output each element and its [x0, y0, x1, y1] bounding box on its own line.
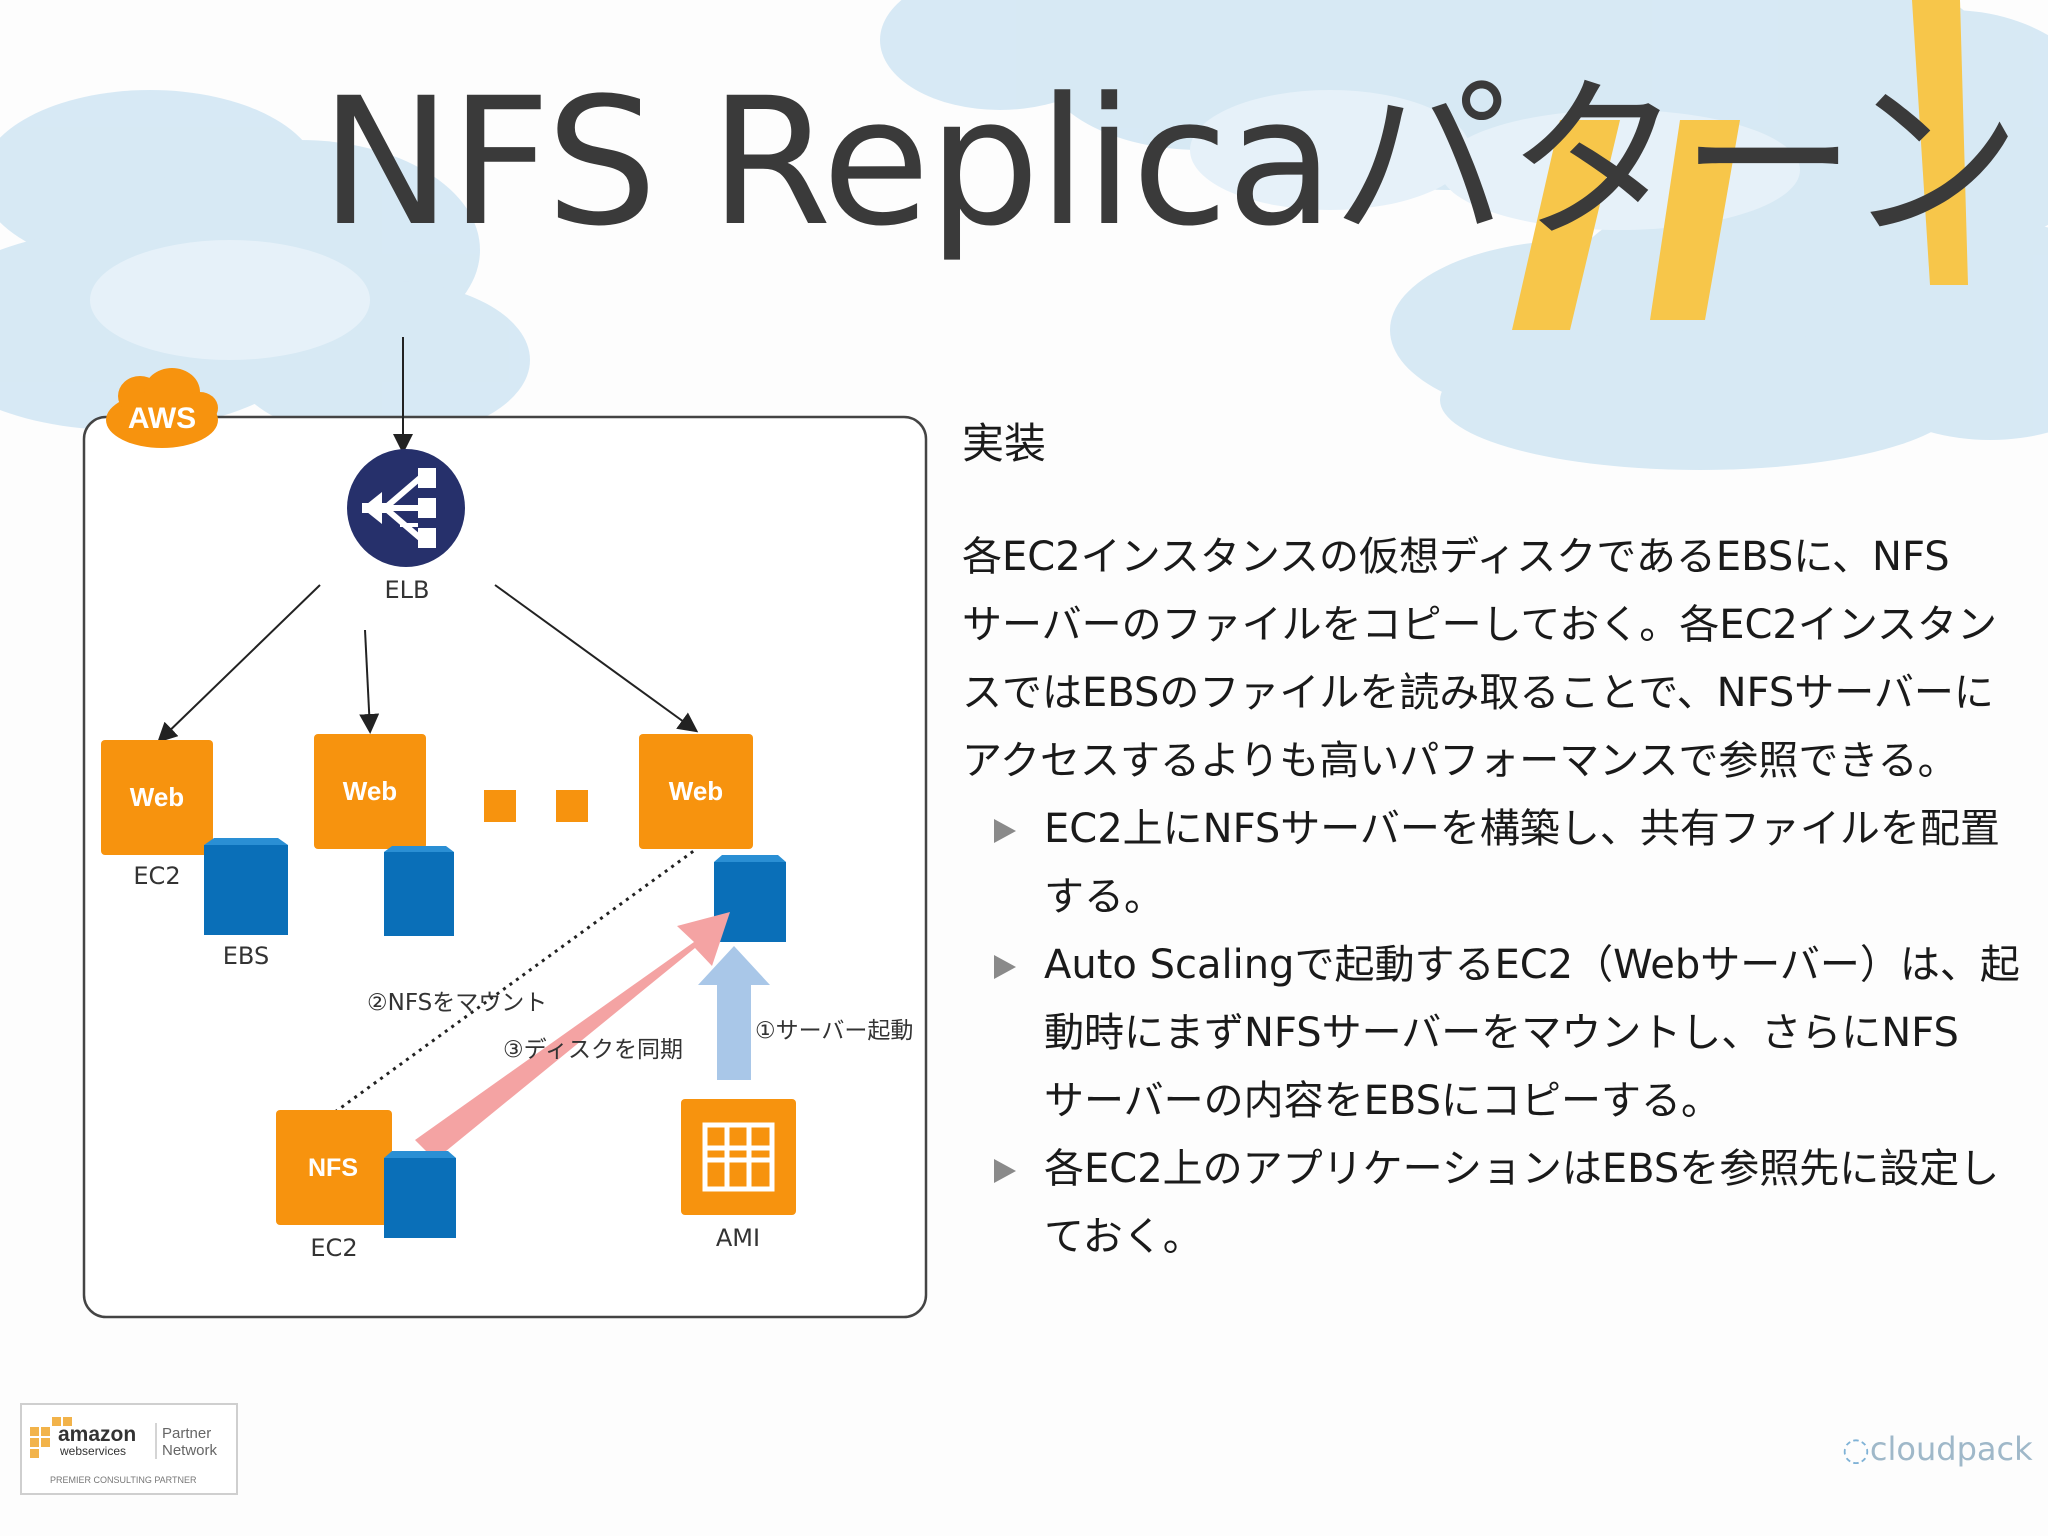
aws-badge: AWS — [106, 368, 218, 448]
elb-label: ELB — [385, 576, 430, 604]
bullet-line: 動時にまずNFSサーバーをマウントし、さらにNFS — [1044, 1010, 1959, 1056]
ami-grid-icon — [702, 1122, 775, 1192]
ellipsis-square-2 — [556, 790, 588, 822]
web-server-2 — [314, 734, 426, 849]
paragraph-line: 各EC2インスタンスの仮想ディスクであるEBSに、NFS — [962, 534, 1950, 580]
server-launch-arrow — [698, 946, 770, 1080]
elb-symbol — [362, 468, 436, 548]
section-heading: 実装 — [962, 419, 1047, 468]
web-server-1-ec2-label: EC2 — [133, 862, 180, 890]
elb-to-web3-arrow — [494, 584, 699, 733]
nfs-server-label: NFS — [308, 1154, 358, 1182]
network-text: Network — [162, 1442, 218, 1459]
bullet-item-3: 各EC2上のアプリケーションはEBSを参照先に設定し ておく。 — [962, 1135, 2032, 1271]
aws-partner-logo: amazon webservices Partner Network PREMI… — [20, 1403, 238, 1495]
bullet-item-2: Auto Scalingで起動するEC2（Webサーバー）は、起 動時にまずNF… — [962, 931, 2032, 1135]
ebs-volume-1 — [204, 845, 288, 935]
aws-cubes-icon — [30, 1417, 72, 1458]
bullet-line: ておく。 — [1044, 1214, 1203, 1260]
ami-icon — [681, 1099, 796, 1215]
aws-badge-label: AWS — [128, 402, 196, 435]
elb-to-web2-arrow — [359, 629, 380, 734]
bullet-line: 各EC2上のアプリケーションはEBSを参照先に設定し — [1044, 1146, 2000, 1192]
paragraph-line: アクセスするよりも高いパフォーマンスで参照できる。 — [962, 738, 1958, 784]
bullet-line: する。 — [1044, 874, 1164, 920]
step3-label: ③ディスクを同期 — [503, 1037, 683, 1063]
elb-to-web1-arrow — [157, 584, 321, 743]
ebs-volume-2 — [384, 852, 454, 936]
web-server-2-label: Web — [343, 776, 397, 806]
cloudpack-text: cloudpack — [1869, 1430, 2033, 1468]
text-panel: 実装 各EC2インスタンスの仮想ディスクであるEBSに、NFS サーバーのファイ… — [962, 410, 2032, 1271]
bullet-item-1: EC2上にNFSサーバーを構築し、共有ファイルを配置 する。 — [962, 795, 2032, 931]
nfs-ebs-volume-top — [384, 1151, 456, 1158]
disk-sync-arrow — [415, 912, 730, 1160]
web-server-3-label: Web — [669, 776, 723, 806]
paragraph-line: サーバーのファイルをコピーしておく。各EC2インスタン — [962, 602, 1998, 648]
nfs-ec2-label: EC2 — [310, 1234, 357, 1262]
nfs-mount-line — [334, 848, 696, 1114]
bullet-line: EC2上にNFSサーバーを構築し、共有ファイルを配置 — [1044, 806, 2000, 852]
bullet-line: サーバーの内容をEBSにコピーする。 — [1044, 1078, 1722, 1124]
consulting-text: PREMIER CONSULTING PARTNER — [50, 1475, 197, 1485]
nfs-ebs-volume — [384, 1158, 456, 1238]
ebs-volume-1-top — [204, 838, 288, 845]
ebs-volume-2-top — [384, 846, 454, 852]
aws-region-frame — [82, 415, 928, 1319]
nfs-server — [276, 1110, 392, 1225]
web-server-1 — [101, 740, 213, 855]
step1-label: ①サーバー起動 — [755, 1018, 913, 1044]
ellipsis-square-1 — [484, 790, 516, 822]
amazon-text: amazon — [58, 1423, 136, 1446]
bullet-arrow-icon — [994, 955, 1016, 979]
bullet-arrow-icon — [994, 1159, 1016, 1183]
paragraph-line: スではEBSのファイルを読み取ることで、NFSサーバーに — [962, 670, 1994, 716]
ebs-volume-3-top — [714, 855, 786, 862]
bullet-arrow-icon — [994, 819, 1016, 843]
bullet-line: Auto Scalingで起動するEC2（Webサーバー）は、起 — [1044, 942, 2020, 988]
ebs-label: EBS — [223, 942, 269, 970]
ami-label: AMI — [716, 1224, 760, 1252]
partner-text: Partner — [162, 1425, 211, 1442]
step2-label: ②NFSをマウント — [367, 990, 547, 1016]
web-server-3 — [639, 734, 753, 849]
slide-title: NFS Replicaパターン — [320, 60, 2021, 265]
aws-partner-logo-graphic: amazon webservices Partner Network PREMI… — [30, 1417, 218, 1485]
cloudpack-swirl-icon: ◌ — [1842, 1430, 1870, 1468]
ebs-volume-3 — [714, 862, 786, 942]
web-server-1-label: Web — [130, 782, 184, 812]
webservices-text: webservices — [59, 1444, 126, 1458]
cloudpack-logo: ◌cloudpack — [1842, 1430, 2033, 1468]
description-paragraph: 各EC2インスタンスの仮想ディスクであるEBSに、NFS サーバーのファイルをコ… — [962, 523, 2032, 795]
bullet-list: EC2上にNFSサーバーを構築し、共有ファイルを配置 する。 Auto Scal… — [962, 795, 2032, 1271]
